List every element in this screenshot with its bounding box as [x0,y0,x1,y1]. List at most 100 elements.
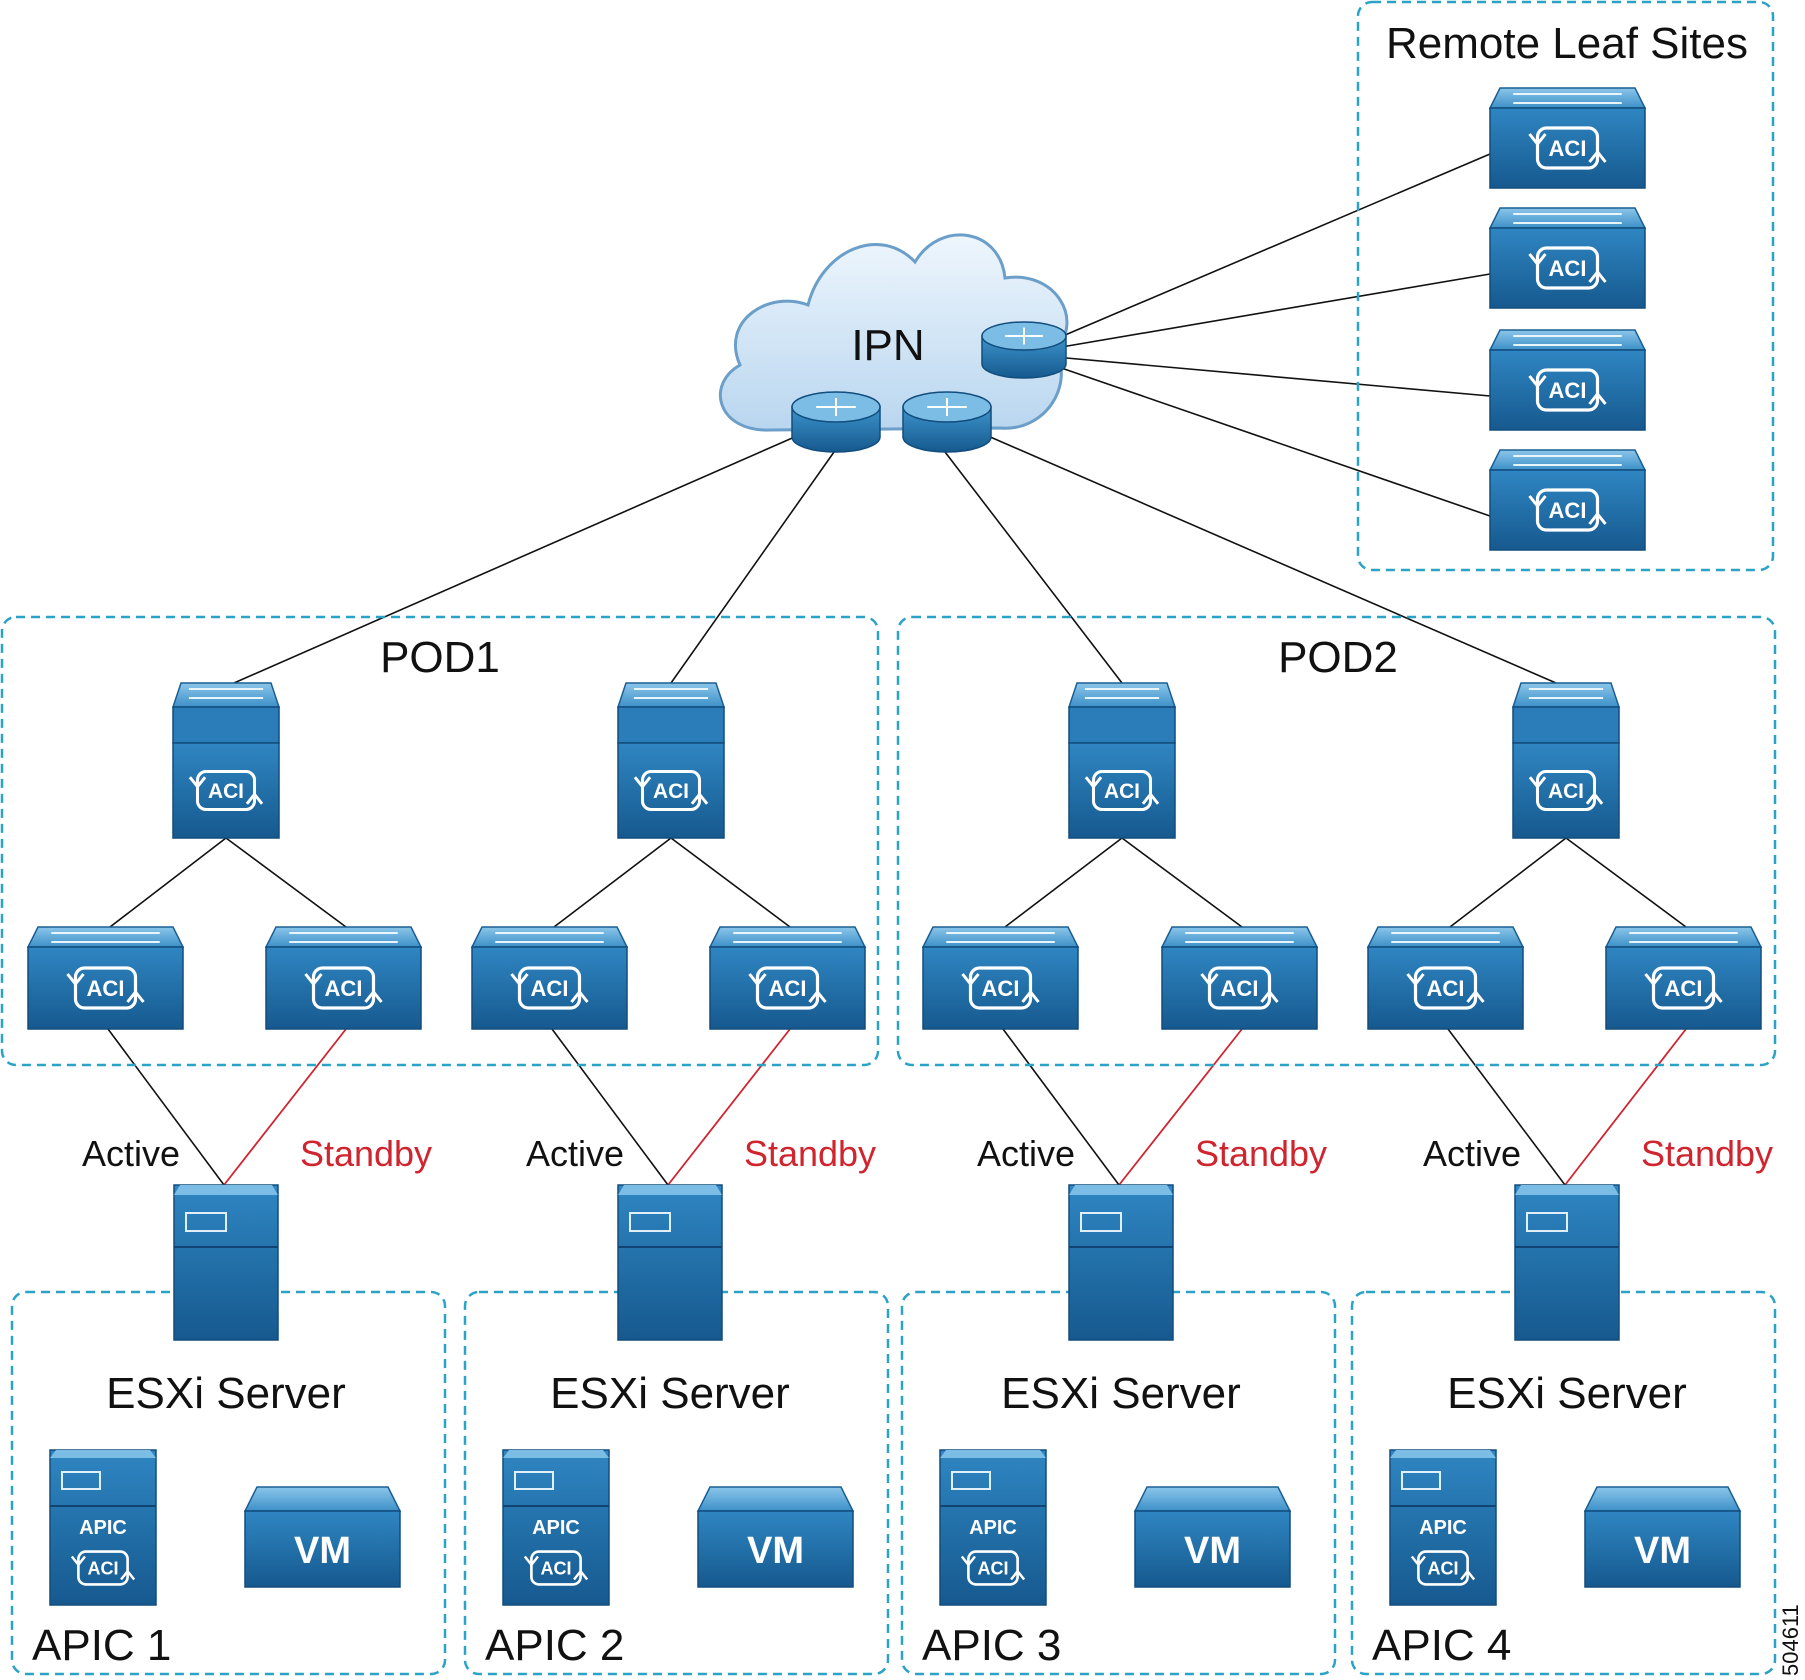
esxi-server-1 [173,1184,279,1341]
active-label-4: Active [1423,1133,1521,1174]
link-active-1 [107,1028,225,1186]
leaf-switch-3: ACI [470,926,629,1030]
link-spine-leaf-8 [1565,837,1687,928]
remote-leaf-switch-3: ACI [1488,329,1647,431]
apic-appliance-2: APIC ACI [502,1449,610,1606]
spine-switch-1-logo-text: ACI [208,780,244,803]
esxi-server-4 [1514,1184,1620,1341]
leaf-switch-5-logo-text: ACI [982,976,1020,1001]
link-ipn-spine-4 [971,428,1557,684]
vm-4: VM [1583,1486,1742,1588]
ipn-router-1 [791,391,881,453]
remote-leaf-switch-4-logo: ACI [1528,488,1607,532]
apic-appliance-2-logo-text: ACI [540,1559,571,1579]
vm-3: VM [1133,1486,1292,1588]
leaf-switch-7: ACI [1366,926,1525,1030]
vm-3-label: VM [1184,1530,1241,1572]
apic-appliance-4: APIC ACI [1389,1449,1497,1606]
leaf-switch-8-logo: ACI [1644,966,1723,1010]
spine-switch-4-logo: ACI [1528,769,1604,812]
apic-appliance-1: APIC ACI [49,1449,157,1606]
apic-appliance-3-logo-text: ACI [977,1559,1008,1579]
remote-leaf-switch-1-logo-text: ACI [1549,136,1587,161]
leaf-switch-4-logo-text: ACI [769,976,807,1001]
esxi-server-3 [1068,1184,1174,1341]
spine-switch-2: ACI [616,682,726,839]
leaf-switch-1-logo: ACI [66,966,145,1010]
esxi-server-label-2: ESXi Server [550,1369,790,1418]
spine-switch-4: ACI [1511,682,1621,839]
apic-appliance-4-badge: APIC [1419,1517,1467,1539]
leaf-switch-5-logo: ACI [961,966,1040,1010]
remote-leaf-switch-4: ACI [1488,449,1647,551]
spine-switch-2-logo: ACI [633,769,709,812]
remote-leaf-sites-box [1356,0,1775,572]
esxi-server-label-4: ESXi Server [1447,1369,1687,1418]
leaf-switch-6: ACI [1160,926,1319,1030]
link-spine-leaf-6 [1121,837,1243,928]
link-standby-4 [1564,1028,1687,1186]
vm-4-label: VM [1634,1530,1691,1572]
leaf-switch-5: ACI [921,926,1080,1030]
remote-leaf-switch-2-logo-text: ACI [1549,256,1587,281]
spine-switch-1: ACI [171,682,281,839]
ipn-label: IPN [851,321,924,370]
leaf-switch-1-logo-text: ACI [87,976,125,1001]
leaf-switches: ACI ACI ACI ACI ACI ACI ACI ACI [26,926,1763,1030]
leaf-switch-8-logo-text: ACI [1665,976,1703,1001]
leaf-switch-3-logo: ACI [510,966,589,1010]
spine-switch-3-logo: ACI [1084,769,1160,812]
link-ipn-spine-3 [931,434,1123,684]
standby-label-4: Standby [1641,1133,1773,1174]
esxi-server-2 [617,1184,723,1341]
leaf-switch-2-logo: ACI [304,966,383,1010]
apic-name-2: APIC 2 [485,1621,624,1670]
link-spine-leaf-4 [670,837,791,928]
remote-leaf-switch-2-logo: ACI [1528,246,1607,290]
apic-appliance-2-logo: ACI [523,1550,589,1586]
remote-leaf-switch-3-logo: ACI [1528,368,1607,412]
apic-appliance-4-logo: ACI [1410,1550,1476,1586]
vm-2-label: VM [747,1530,804,1572]
spine-switch-1-logo: ACI [188,769,264,812]
apic-appliance-3-logo: ACI [960,1550,1026,1586]
apic-appliance-1-logo: ACI [70,1550,136,1586]
apic-appliance-3-badge: APIC [969,1517,1017,1539]
remote-leaf-sites-title: Remote Leaf Sites [1386,19,1748,68]
leaf-switch-6-logo-text: ACI [1221,976,1259,1001]
link-ipn-remote-1 [1043,153,1491,345]
remote-leaf-switch-1-logo: ACI [1528,126,1607,170]
remote-leaf-switch-3-logo-text: ACI [1549,378,1587,403]
link-spine-leaf-5 [1004,837,1123,928]
spine-switches: ACI ACI ACI ACI [171,682,1621,839]
link-standby-1 [223,1028,347,1186]
esxi-server-3-drive-bay [1080,1212,1122,1232]
spine-switch-3: ACI [1067,682,1177,839]
leaf-switch-3-logo-text: ACI [531,976,569,1001]
remote-leaf-switch-4-logo-text: ACI [1549,498,1587,523]
active-label-2: Active [526,1133,624,1174]
apic-name-4: APIC 4 [1372,1621,1511,1670]
pod2-label: POD2 [1278,633,1398,682]
apic-appliance-4-logo-text: ACI [1427,1559,1458,1579]
apic-appliance-1-badge: APIC [79,1517,127,1539]
link-ipn-spine-1 [233,431,807,684]
esxi-server-label-3: ESXi Server [1001,1369,1241,1418]
vm-1: VM [243,1486,402,1588]
link-ipn-remote-4 [1043,361,1491,517]
esxi-server-2-drive-bay [629,1212,671,1232]
apic-appliance-1-logo-text: ACI [87,1559,118,1579]
standby-label-1: Standby [300,1133,432,1174]
ipn-router-2 [902,391,992,453]
apic-appliance-2-badge: APIC [532,1517,580,1539]
spine-switch-4-logo-text: ACI [1548,780,1584,803]
leaf-switch-4-logo: ACI [748,966,827,1010]
link-standby-3 [1118,1028,1243,1186]
apic-name-3: APIC 3 [922,1621,1061,1670]
vm-2: VM [696,1486,855,1588]
ipn-router-3 [981,321,1067,379]
leaf-switch-2-logo-text: ACI [325,976,363,1001]
